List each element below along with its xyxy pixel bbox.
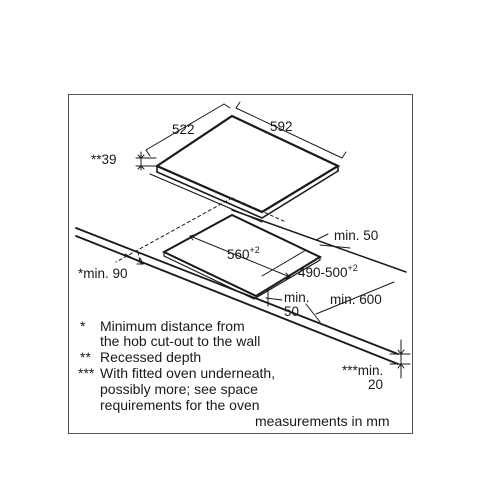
label-cutout-width: 560+2 xyxy=(227,245,260,262)
note-mark-1: * xyxy=(80,318,86,334)
label-oven-min-b: 20 xyxy=(368,377,383,392)
label-front-min: *min. 90 xyxy=(78,266,128,281)
label-edge-min-a: min. xyxy=(284,290,310,305)
label-width: 592 xyxy=(270,119,293,134)
hob-underside xyxy=(156,170,339,219)
note-mark-3: *** xyxy=(78,365,95,381)
worktop-front-bottom xyxy=(75,235,399,365)
label-cutout-depth: 490-500+2 xyxy=(298,263,358,280)
label-depth: 522 xyxy=(172,122,195,137)
dim-line-522 xyxy=(145,103,225,151)
dim-line-wall-50 xyxy=(315,233,329,241)
label-oven-min-a: ***min. xyxy=(342,363,383,378)
units-note: measurements in mm xyxy=(255,413,390,429)
note-3-line-3: requirements for the oven xyxy=(100,397,260,413)
label-recessed: **39 xyxy=(91,152,117,167)
dim-line-490 xyxy=(261,249,307,277)
note-1-line-2: the hob cut-out to the wall xyxy=(100,333,261,349)
label-worktop-min: min. 600 xyxy=(330,292,382,307)
dim-line-560 xyxy=(189,235,291,278)
note-1-line-1: Minimum distance from xyxy=(100,318,245,334)
dim-line-592 xyxy=(235,107,343,159)
label-wall-min: min. 50 xyxy=(334,228,378,243)
worktop-right-top xyxy=(231,209,407,273)
dim-line-front-90 xyxy=(124,253,144,265)
dim-line-600 xyxy=(315,281,395,315)
note-3-line-2: possibly more; see space xyxy=(100,381,258,397)
label-edge-min-b: 50 xyxy=(284,304,299,319)
diagram-frame xyxy=(68,94,413,434)
note-3-line-1: With fitted oven underneath, xyxy=(100,365,276,381)
note-mark-2: ** xyxy=(80,349,91,365)
note-2-line-1: Recessed depth xyxy=(100,349,202,365)
